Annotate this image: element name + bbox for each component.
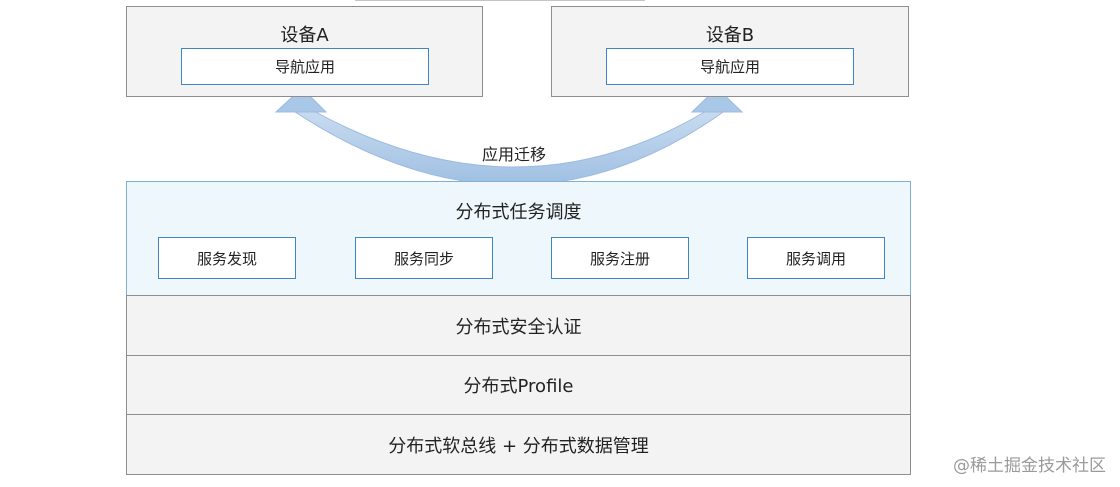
arrow-head-left xyxy=(274,87,328,113)
bus-layer: 分布式软总线 + 分布式数据管理 xyxy=(126,414,911,475)
watermark-text: @稀土掘金技术社区 xyxy=(953,456,1106,476)
scheduler-title: 分布式任务调度 xyxy=(455,202,582,223)
service-invoke: 服务调用 xyxy=(747,237,885,279)
device-b-app: 导航应用 xyxy=(606,48,854,85)
device-b-title: 设备B xyxy=(705,25,755,46)
device-a-box: 设备A 导航应用 xyxy=(126,6,483,97)
migration-label: 应用迁移 xyxy=(482,145,547,164)
profile-layer: 分布式Profile xyxy=(126,355,911,415)
service-register: 服务注册 xyxy=(551,237,689,279)
cropped-header-text xyxy=(355,0,645,2)
device-b-box: 设备B 导航应用 xyxy=(551,6,909,97)
scheduler-box: 分布式任务调度 服务发现 服务同步 服务注册 服务调用 xyxy=(126,181,911,296)
device-a-title: 设备A xyxy=(280,25,329,46)
arrow-head-right xyxy=(690,87,744,113)
security-layer: 分布式安全认证 xyxy=(126,295,911,356)
service-sync: 服务同步 xyxy=(355,237,493,279)
device-a-app: 导航应用 xyxy=(181,48,429,85)
service-discovery: 服务发现 xyxy=(158,237,296,279)
